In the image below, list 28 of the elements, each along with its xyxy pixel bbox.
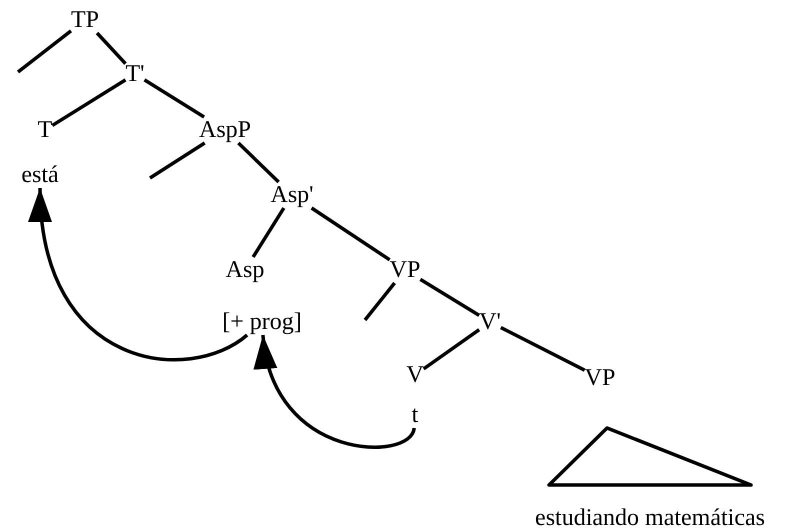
node-label: VP	[584, 365, 616, 391]
node-label: V	[406, 362, 424, 388]
tree-branch	[237, 142, 280, 184]
tree-branch	[419, 278, 480, 317]
tree-branch	[96, 32, 127, 65]
tree-branch	[422, 328, 480, 370]
movement-arrow	[30, 188, 248, 362]
node-label: T	[38, 117, 52, 143]
node-label: Asp'	[270, 182, 314, 208]
node-label: VP	[390, 257, 420, 283]
node-label: TP	[71, 7, 99, 33]
tree-branch	[364, 282, 396, 322]
tree-branch	[500, 326, 586, 372]
node-label: [+ prog]	[222, 309, 302, 335]
node-label: está	[21, 162, 59, 188]
tree-branch	[16, 29, 72, 74]
terminal-words: estudiando matemáticas	[535, 505, 765, 530]
movement-arrow	[256, 334, 416, 449]
node-label: AspP	[198, 117, 252, 143]
tree-branch	[51, 78, 126, 127]
node-label: V'	[479, 309, 501, 335]
node-label: Asp	[226, 257, 264, 283]
tree-branch	[149, 142, 206, 180]
node-label: t	[412, 402, 418, 428]
tree-branch	[310, 206, 391, 262]
node-label: T'	[126, 61, 144, 87]
tree-branch	[252, 207, 286, 258]
tree-branch	[144, 78, 206, 118]
